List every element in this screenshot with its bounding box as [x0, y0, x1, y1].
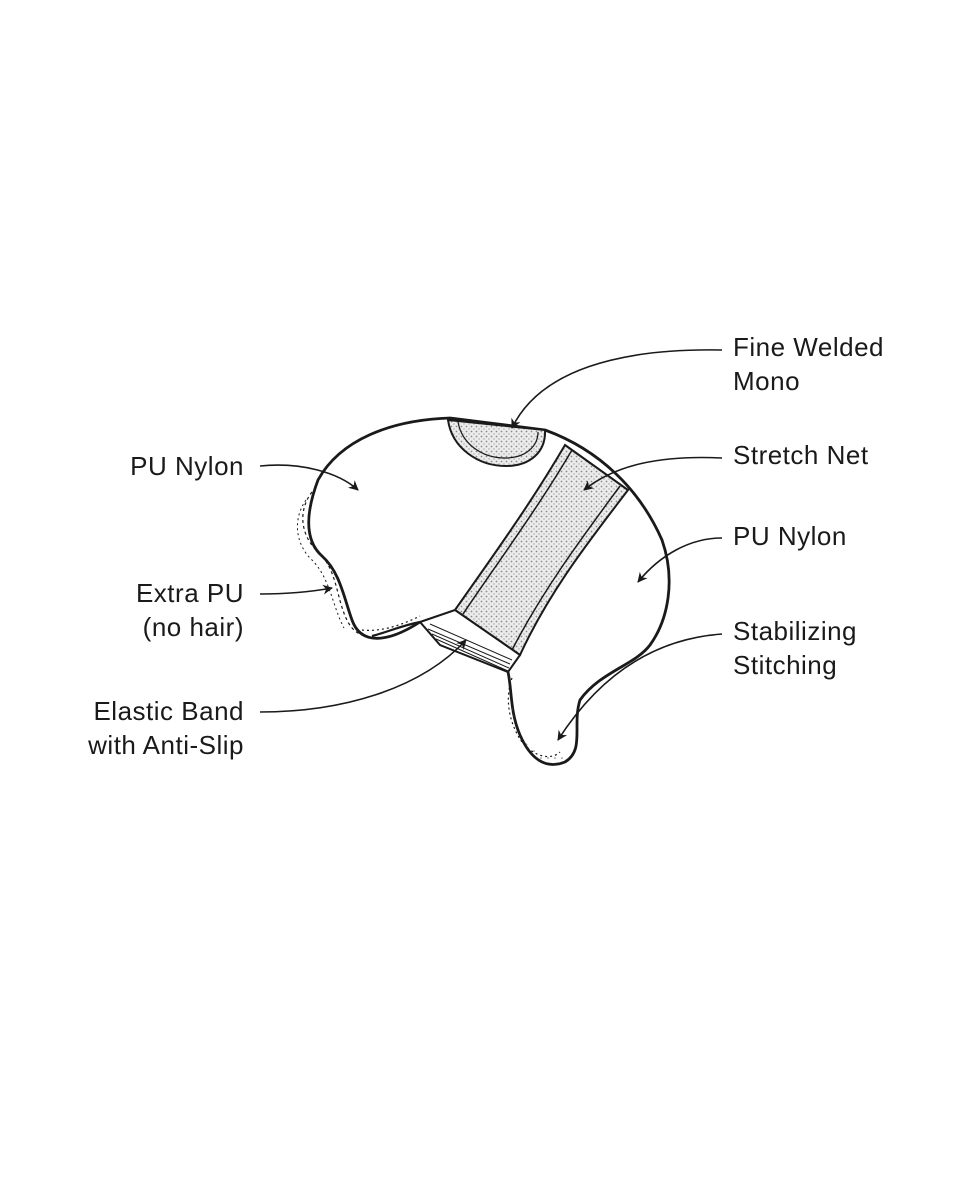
elastic-band: [418, 608, 522, 674]
label-pu-nylon-left-line1: PU Nylon: [130, 451, 244, 481]
label-elastic-band: Elastic Band with Anti-Slip: [88, 694, 244, 762]
label-pu-nylon-right: PU Nylon: [733, 519, 847, 553]
stabilizing-stitching-right-fill: [508, 672, 565, 765]
arrow-stretch-net: [583, 456, 723, 491]
stretch-net-edge-left: [462, 449, 573, 615]
stretch-net-edge-right: [511, 485, 621, 651]
arrow-extra-pu: [259, 584, 333, 595]
elastic-band-stripes: [427, 623, 513, 672]
arrow-elastic-band: [259, 639, 467, 713]
label-extra-pu-line1: Extra PU: [135, 578, 244, 608]
arrow-fine-welded-mono: [511, 349, 723, 429]
arrow-pu-nylon-left: [259, 464, 359, 491]
extra-pu-edge-inner: [296, 499, 345, 629]
arrow-pu-nylon-right: [637, 537, 723, 583]
label-fine-welded-mono: Fine Welded Mono: [733, 330, 884, 398]
arrow-stabilizing-stitching: [557, 633, 723, 741]
label-stretch-net: Stretch Net: [733, 438, 869, 472]
label-stabilizing-stitching-line2: Stitching: [733, 650, 838, 680]
label-stabilizing-stitching-line1: Stabilizing: [733, 616, 858, 646]
label-fine-welded-mono-line2: Mono: [733, 366, 801, 396]
fine-welded-mono-crown: [446, 418, 547, 468]
label-pu-nylon-right-line1: PU Nylon: [733, 521, 847, 551]
label-extra-pu-line2: (no hair): [142, 612, 244, 642]
label-stretch-net-line1: Stretch Net: [733, 440, 869, 470]
label-stabilizing-stitching: Stabilizing Stitching: [733, 614, 857, 682]
cap-bottom-edge: [371, 620, 421, 638]
fine-welded-mono-inner-edge: [457, 421, 539, 459]
extra-pu-edge: [302, 491, 421, 638]
label-fine-welded-mono-line1: Fine Welded: [733, 332, 884, 362]
label-elastic-band-line2: with Anti-Slip: [88, 730, 244, 760]
label-extra-pu: Extra PU (no hair): [136, 576, 244, 644]
label-pu-nylon-left: PU Nylon: [130, 449, 244, 483]
label-elastic-band-line1: Elastic Band: [93, 696, 244, 726]
